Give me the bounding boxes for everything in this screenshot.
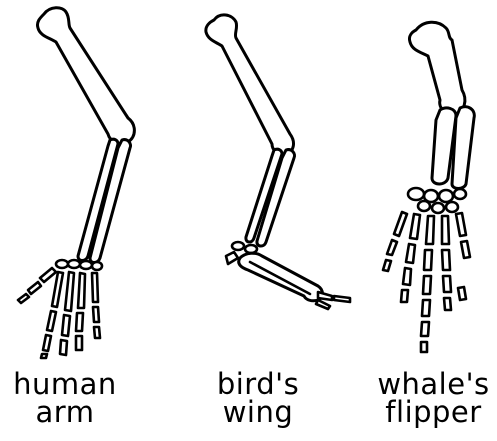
human-arm-illustration [18, 8, 134, 358]
human-arm-caption-line1: human [0, 370, 130, 398]
human-thumb [18, 268, 56, 303]
whale-humerus [409, 22, 464, 114]
whale-flipper-caption-line1: whale's [370, 370, 497, 398]
human-wrist-bones [56, 260, 102, 270]
whale-flipper-caption: whale's flipper [370, 370, 497, 426]
bird-wing-caption: bird's wing [192, 370, 324, 426]
whale-flipper-illustration [383, 22, 474, 352]
whale-ulna [452, 107, 474, 189]
bird-humerus [206, 15, 294, 154]
human-arm-caption: human arm [0, 370, 130, 426]
bird-wing-illustration [206, 15, 350, 309]
bird-wing-caption-line1: bird's [192, 370, 324, 398]
whale-digits [383, 212, 470, 352]
human-arm-caption-line2: arm [0, 398, 130, 426]
whale-flipper-caption-line2: flipper [370, 398, 497, 426]
human-fingers [41, 272, 100, 358]
human-humerus [37, 8, 134, 144]
bird-digits [316, 292, 350, 309]
bird-wing-caption-line2: wing [192, 398, 324, 426]
whale-wrist-bones [408, 188, 466, 213]
